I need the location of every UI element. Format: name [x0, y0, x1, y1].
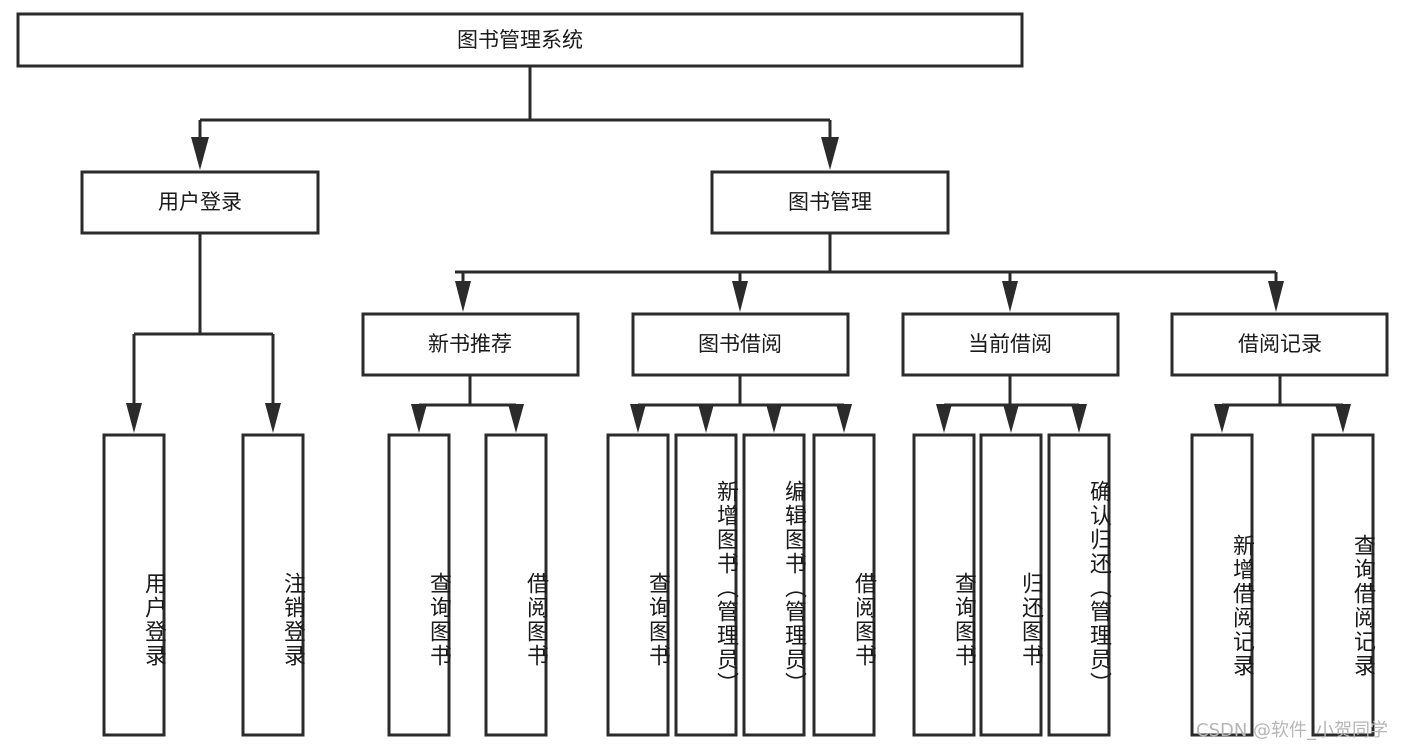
leaf-return-book-box[interactable] [979, 433, 1043, 737]
connector-group-root [191, 66, 839, 170]
csdn-watermark: CSDN @软件_小贺同学 [1196, 720, 1389, 741]
leaf-query-book-1-box[interactable] [387, 433, 451, 737]
leaf-logout-box[interactable] [241, 433, 305, 737]
book-borrow-box[interactable] [631, 312, 850, 377]
arrow-head-leaf-borrow-book-1 [508, 404, 524, 433]
connector-group-book-borrow [630, 375, 852, 433]
connector-group-borrow-record [1214, 375, 1351, 433]
arrow-head-leaf-borrow-book-2 [836, 404, 852, 433]
new-book-recommend-box[interactable] [361, 312, 580, 377]
arrow-head-leaf-return-book [1003, 404, 1019, 433]
root-box[interactable] [16, 12, 1024, 68]
connector-group-book-management [455, 233, 1284, 312]
arrow-head-leaf-query-book-3 [936, 404, 952, 433]
connector-group-new-book-recommend [411, 375, 524, 433]
book-management-label: 图书管理 [788, 190, 872, 214]
borrow-record-box[interactable] [1170, 312, 1389, 377]
arrow-head-leaf-add-book [698, 404, 714, 433]
current-borrow-box[interactable] [901, 312, 1120, 377]
borrow-record-label: 借阅记录 [1238, 332, 1322, 356]
arrow-head-leaf-logout [265, 403, 281, 433]
node-borrow-record[interactable]: 借阅记录 [1170, 312, 1389, 377]
leaf-confirm-return-box[interactable] [1047, 433, 1111, 737]
root-label: 图书管理系统 [457, 28, 583, 52]
node-book-management[interactable]: 图书管理 [710, 170, 950, 235]
user-login-box[interactable] [80, 170, 320, 235]
leaf-borrow-book-1-box[interactable] [484, 433, 548, 737]
leaf-boxes-group [102, 433, 1375, 737]
arrow-head-user-login [191, 137, 209, 170]
new-book-recommend-label: 新书推荐 [428, 332, 512, 356]
arrow-head-leaf-query-book-2 [630, 404, 646, 433]
connector-group-current-borrow [936, 375, 1087, 433]
user-login-label: 用户登录 [158, 190, 242, 214]
leaf-query-book-3-box[interactable] [912, 433, 976, 737]
leaf-edit-book-box[interactable] [742, 433, 806, 737]
leaf-borrow-book-2-box[interactable] [812, 433, 876, 737]
node-new-book-recommend[interactable]: 新书推荐 [361, 312, 580, 377]
arrow-head-current-borrow [1002, 281, 1018, 312]
book-management-box[interactable] [710, 170, 950, 235]
arrow-head-leaf-edit-book [766, 404, 782, 433]
arrow-head-borrow-record [1268, 281, 1284, 312]
node-user-login[interactable]: 用户登录 [80, 170, 320, 235]
arrow-head-book-management [821, 137, 839, 170]
arrow-head-leaf-query-book-1 [411, 404, 427, 433]
arrow-head-leaf-user-login [126, 403, 142, 433]
node-book-borrow[interactable]: 图书借阅 [631, 312, 850, 377]
arrow-head-leaf-query-record [1335, 404, 1351, 433]
book-borrow-label: 图书借阅 [698, 332, 782, 356]
leaf-query-book-2-box[interactable] [606, 433, 670, 737]
connector-group-user-login [126, 233, 281, 433]
leaf-add-record-box[interactable] [1190, 433, 1254, 737]
leaf-user-login-box[interactable] [102, 433, 166, 737]
arrow-head-leaf-add-record [1214, 404, 1230, 433]
arrow-head-book-borrow [732, 281, 748, 312]
node-current-borrow[interactable]: 当前借阅 [901, 312, 1120, 377]
node-root[interactable]: 图书管理系统 [16, 12, 1024, 68]
arrow-head-leaf-confirm-return [1071, 404, 1087, 433]
leaf-query-record-box[interactable] [1311, 433, 1375, 737]
current-borrow-label: 当前借阅 [968, 332, 1052, 356]
arrow-head-new-book-recommend [455, 281, 471, 312]
leaf-add-book-box[interactable] [674, 433, 738, 737]
